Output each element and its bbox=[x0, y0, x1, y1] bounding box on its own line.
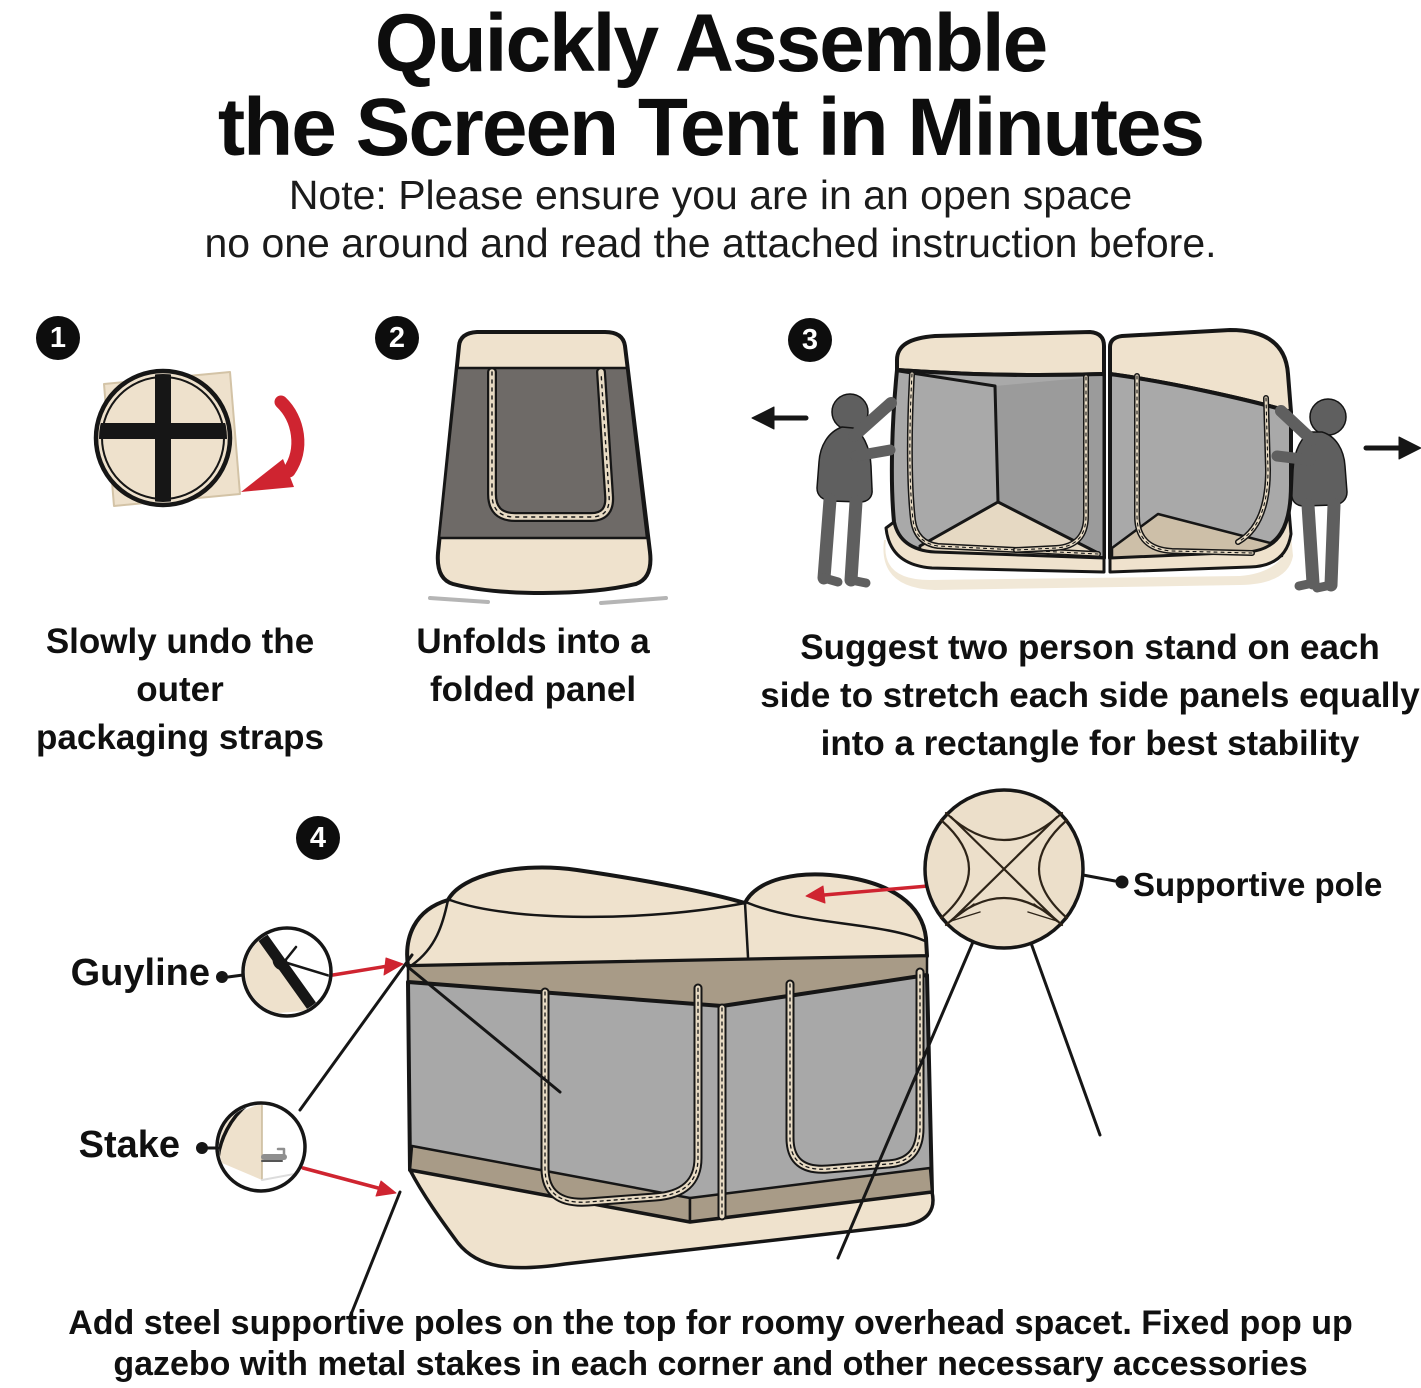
page-title: Quickly Assemble the Screen Tent in Minu… bbox=[0, 2, 1421, 170]
canopy-inner-lines bbox=[410, 898, 927, 967]
person-left bbox=[816, 393, 897, 588]
bottom-skirt bbox=[408, 1168, 935, 1270]
supportive-pole-label: Supportive pole bbox=[1133, 866, 1383, 903]
red-curved-arrowhead bbox=[241, 459, 294, 492]
guyline-ropes bbox=[298, 940, 1102, 1314]
step4-badge: 4 bbox=[296, 816, 340, 860]
skirt-left bbox=[884, 520, 1106, 574]
step1-caption: Slowly undo the outer packaging straps bbox=[36, 622, 324, 757]
red-arrows bbox=[301, 884, 930, 1197]
step4-tent-illustration bbox=[196, 788, 1129, 1314]
note-text: Note: Please ensure you are in an open s… bbox=[0, 171, 1421, 267]
footer-caption: Add steel supportive poles on the top fo… bbox=[68, 1304, 1353, 1383]
guyline-detail-circle bbox=[241, 926, 333, 1018]
stake-dot bbox=[196, 1142, 208, 1154]
pull-arrow-left bbox=[751, 406, 809, 430]
ground-marks bbox=[428, 596, 668, 605]
tent-canopy-left bbox=[895, 330, 1106, 378]
stake-glyph bbox=[261, 1147, 287, 1160]
person-right bbox=[1271, 398, 1348, 593]
pull-arrow-right bbox=[1363, 436, 1421, 460]
step1-badge: 1 bbox=[36, 316, 80, 360]
stake-detail-circle bbox=[215, 1101, 307, 1193]
ground-shadow bbox=[883, 535, 1293, 590]
supportive-pole-detail-circle bbox=[923, 788, 1085, 950]
note-line-2: no one around and read the attached inst… bbox=[204, 220, 1217, 266]
title-line-1: Quickly Assemble bbox=[374, 0, 1048, 89]
guyline-dot bbox=[216, 971, 228, 983]
title-line-2: the Screen Tent in Minutes bbox=[217, 82, 1205, 173]
guyline-label: Guyline bbox=[70, 952, 210, 994]
center-seam bbox=[1102, 345, 1112, 560]
interior-edges bbox=[897, 369, 1100, 555]
panel-zipper bbox=[491, 371, 610, 518]
step2-caption: Unfolds into a folded panel bbox=[416, 622, 650, 709]
red-curved-arrow bbox=[274, 395, 305, 478]
note-line-1: Note: Please ensure you are in an open s… bbox=[288, 172, 1133, 218]
label-leaders bbox=[196, 873, 1129, 1154]
canopy bbox=[405, 865, 929, 968]
step1-package-illustration bbox=[93, 368, 305, 508]
back-wall-left bbox=[995, 376, 1104, 556]
supportive-pole-dot bbox=[1115, 875, 1129, 889]
stake-label: Stake bbox=[78, 1124, 180, 1166]
step2-badge: 2 bbox=[375, 316, 419, 360]
strap-cross bbox=[99, 374, 227, 502]
step3-stretch-illustration bbox=[751, 328, 1421, 593]
step2-panel-illustration bbox=[428, 330, 668, 605]
person-right-head bbox=[1309, 398, 1347, 436]
step3-caption: Suggest two person stand on each side to… bbox=[760, 628, 1420, 763]
skirt-right bbox=[1108, 508, 1293, 574]
step3-badge: 3 bbox=[788, 318, 832, 362]
